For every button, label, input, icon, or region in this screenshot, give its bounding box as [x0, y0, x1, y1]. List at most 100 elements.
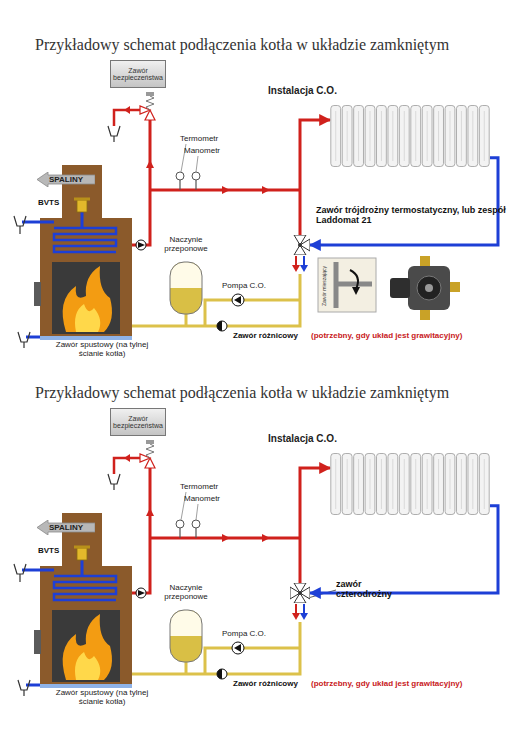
- inset-pipe: [336, 262, 372, 308]
- radiator-rib: [347, 459, 348, 509]
- mixing-inset: [318, 258, 376, 312]
- radiator-section: [399, 106, 409, 167]
- radiator-rib: [358, 459, 359, 509]
- part-label: Termometr: [180, 482, 218, 491]
- radiator-section: [388, 454, 398, 515]
- radiator-rib: [438, 459, 439, 509]
- radiator-section: [331, 454, 341, 515]
- diagram-title: Przykładowy schemat podłączenia kotła w …: [35, 384, 449, 402]
- radiator-rib: [392, 459, 393, 509]
- node-text: Zawór bezpieczeństwa: [111, 415, 165, 430]
- radiator-section: [342, 106, 352, 167]
- radiator-section: [457, 454, 467, 515]
- radiator-rib: [450, 111, 451, 161]
- radiator-section: [354, 106, 364, 167]
- radiator-section: [457, 106, 467, 167]
- radiator-section: [411, 106, 421, 167]
- radiator-rib: [472, 111, 473, 161]
- laddomat-pump: [390, 278, 410, 298]
- part-label: Termometr: [180, 134, 218, 143]
- radiator-section: [388, 106, 398, 167]
- radiator-rib: [461, 111, 462, 161]
- exhaust-arrow: [37, 172, 95, 187]
- node-text: SPALINY: [49, 523, 83, 532]
- radiator-section: [434, 106, 444, 167]
- radiator-section: [422, 454, 432, 515]
- note-text: (potrzebny, gdy układ jest grawitacyjny): [311, 679, 462, 688]
- exhaust-arrow: [37, 520, 95, 535]
- part-label: BVTS: [38, 546, 59, 555]
- radiator-section: [479, 106, 489, 167]
- radiator-section: [377, 454, 387, 515]
- radiator-rib: [450, 459, 451, 509]
- radiator-section: [377, 106, 387, 167]
- inset-arrow: [352, 287, 360, 295]
- radiator-rib: [484, 459, 485, 509]
- part-label: Zawór spustowy (na tylnej ścianie kotła): [50, 689, 154, 707]
- radiator-symbol: [330, 105, 490, 167]
- radiator-section: [468, 454, 478, 515]
- radiator-section: [422, 106, 432, 167]
- part-label: Zawór mieszający: [321, 266, 327, 306]
- node-text: Zawór bezpieczeństwa: [111, 67, 165, 82]
- laddomat-body: [408, 266, 450, 310]
- panel-bottom: [14, 440, 308, 696]
- radiator-rib: [404, 111, 405, 161]
- part-label: Pompa C.O.: [222, 281, 266, 290]
- radiator-section: [399, 454, 409, 515]
- laddomat-unit: [390, 256, 460, 320]
- node-text: Instalacja C.O.: [268, 85, 337, 96]
- radiator-rib: [484, 111, 485, 161]
- part-label: Pompa C.O.: [222, 629, 266, 638]
- radiator-rib: [415, 111, 416, 161]
- radiator: Instalacja C.O.: [330, 453, 490, 515]
- radiator-section: [445, 106, 455, 167]
- part-label: BVTS: [38, 198, 59, 207]
- inset-arrow: [350, 270, 358, 289]
- radiator-rib: [381, 459, 382, 509]
- radiator-rib: [381, 111, 382, 161]
- radiator-rib: [415, 459, 416, 509]
- radiator-symbol: [330, 453, 490, 515]
- radiator-rib: [370, 459, 371, 509]
- radiator-section: [365, 106, 375, 167]
- valve-symbol: [290, 235, 310, 255]
- label-box: Zawór bezpieczeństwa: [110, 60, 166, 88]
- part-label: Manometr: [184, 146, 220, 155]
- radiator-section: [434, 454, 444, 515]
- part-label: Manometr: [184, 494, 220, 503]
- label-box: Zawór bezpieczeństwa: [110, 408, 166, 436]
- radiator-section: [468, 106, 478, 167]
- radiator-rib: [427, 111, 428, 161]
- node-text: Zawór trójdrożny termostatyczny, lub zes…: [316, 205, 506, 226]
- radiator-section: [365, 454, 375, 515]
- node-text: SPALINY: [49, 175, 83, 184]
- radiator-rib: [438, 111, 439, 161]
- radiator-rib: [370, 111, 371, 161]
- inset-frame: [318, 258, 376, 312]
- supply-pipe: [300, 468, 330, 583]
- radiator-rib: [461, 459, 462, 509]
- laddomat-knob: [425, 284, 433, 292]
- panel-top: [14, 92, 308, 348]
- node-text: Instalacja C.O.: [268, 433, 337, 444]
- radiator-rib: [358, 111, 359, 161]
- diagram-title: Przykładowy schemat podłączenia kotła w …: [35, 36, 449, 54]
- part-label: Zawór różnicowy: [233, 679, 298, 688]
- radiator-rib: [347, 111, 348, 161]
- part-label: Zawór różnicowy: [233, 331, 298, 340]
- valve: zawór czterodrożny: [290, 583, 310, 603]
- radiator-section: [331, 106, 341, 167]
- radiator-section: [445, 454, 455, 515]
- part-label: Naczynie przeponowe: [160, 236, 212, 254]
- exhaust-arrow: SPALINY: [37, 520, 95, 535]
- radiator-section: [411, 454, 421, 515]
- radiator: Instalacja C.O.: [330, 105, 490, 167]
- note-text: (potrzebny, gdy układ jest grawitacyjny): [311, 331, 462, 340]
- radiator-rib: [404, 459, 405, 509]
- radiator-rib: [335, 459, 336, 509]
- radiator-rib: [392, 111, 393, 161]
- part-label: Zawór spustowy (na tylnej ścianie kotła): [50, 341, 154, 359]
- part-label: Naczynie przeponowe: [160, 584, 212, 602]
